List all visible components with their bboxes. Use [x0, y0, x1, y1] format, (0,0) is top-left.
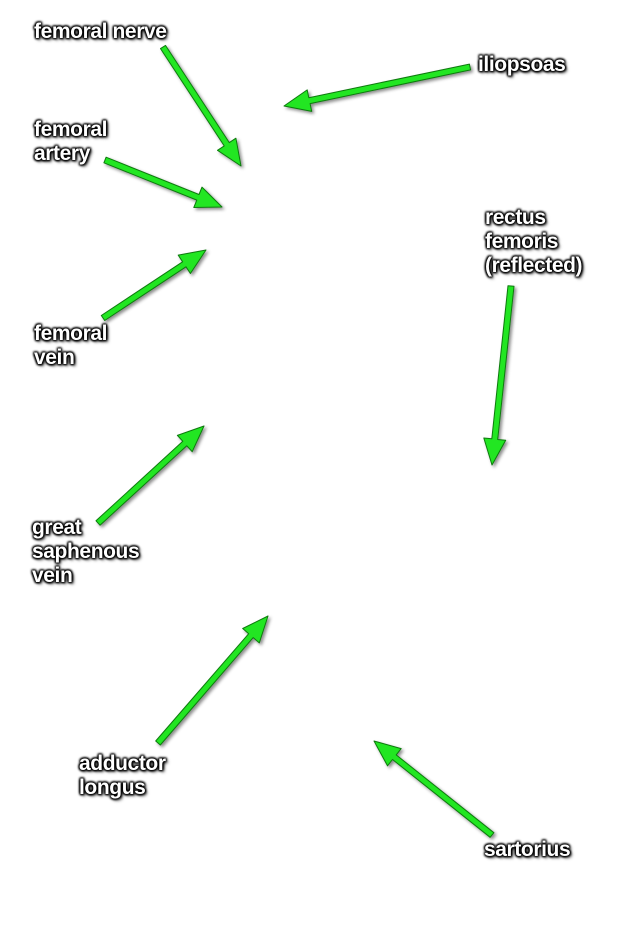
label-line: femoral [34, 322, 108, 345]
label-line: adductor [79, 752, 166, 775]
label-iliopsoas: iliopsoas [478, 53, 566, 77]
label-femoral-vein: femoral vein [34, 322, 107, 370]
label-line: femoral nerve [34, 20, 167, 43]
label-line: femoral [34, 118, 108, 141]
label-line: saphenous [32, 540, 140, 563]
arrow-femoral-artery [103, 156, 223, 208]
arrow-femoral-nerve [160, 44, 242, 167]
label-femoral-nerve: femoral nerve [34, 20, 167, 44]
label-rectus-femoris: rectus femoris (reflected) [485, 206, 583, 278]
label-line: vein [32, 564, 73, 587]
label-line: great [32, 516, 82, 539]
label-femoral-artery: femoral artery [34, 118, 107, 166]
arrow-femoral-vein [100, 249, 207, 321]
arrow-iliopsoas [283, 63, 472, 112]
label-sartorius: sartorius [484, 838, 571, 862]
label-line: femoris [485, 230, 559, 253]
arrow-great-saphenous [95, 425, 205, 526]
label-adductor-longus: adductor longus [79, 752, 166, 800]
label-line: rectus [485, 206, 546, 229]
label-line: longus [79, 776, 146, 799]
label-line: iliopsoas [478, 53, 566, 76]
arrow-rectus-femoris [483, 285, 515, 466]
arrow-sartorius [373, 740, 495, 838]
label-great-saphenous-vein: great saphenous vein [32, 516, 140, 588]
label-line: sartorius [484, 838, 571, 861]
label-line: (reflected) [485, 254, 583, 277]
label-line: artery [34, 142, 90, 165]
label-line: vein [34, 346, 75, 369]
arrow-adductor-longus [155, 615, 269, 746]
